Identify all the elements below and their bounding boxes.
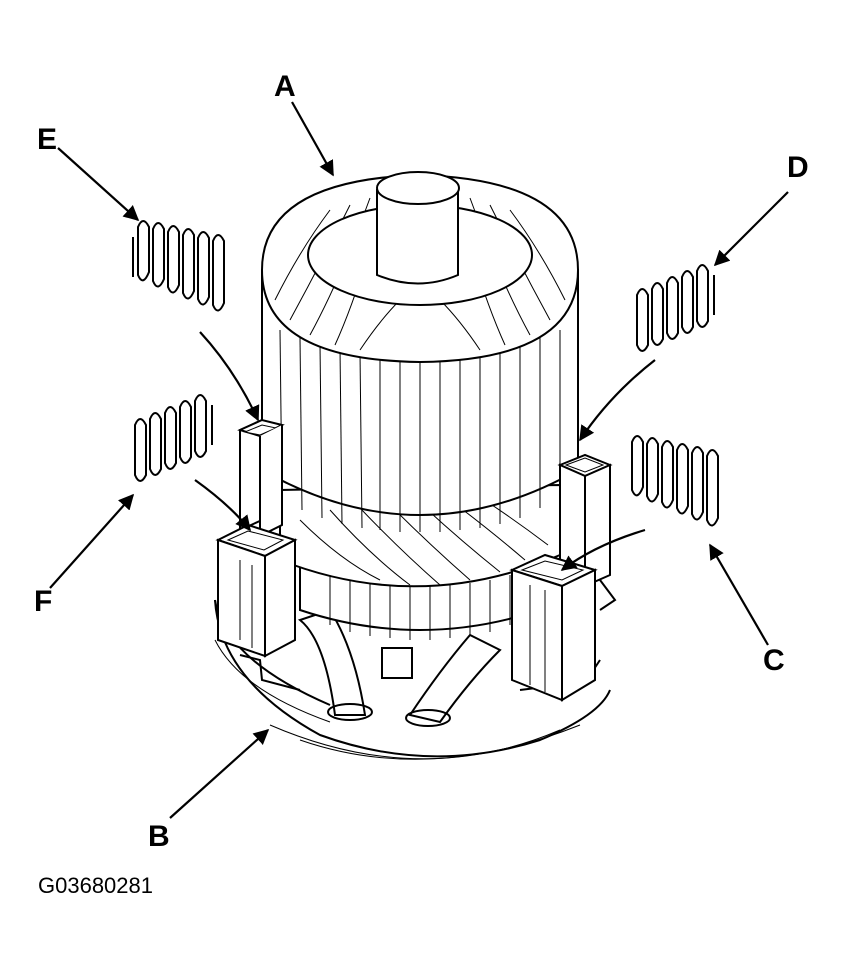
callout-f: F bbox=[34, 585, 53, 618]
leader-e bbox=[57, 147, 140, 222]
spring-e-icon bbox=[132, 220, 225, 312]
spring-c-icon bbox=[631, 435, 719, 527]
callout-c: C bbox=[763, 644, 785, 677]
leader-e-to-holder bbox=[199, 331, 260, 422]
leader-f-to-holder bbox=[194, 479, 251, 532]
brush-holder-post-f bbox=[215, 523, 298, 658]
leader-c bbox=[709, 543, 769, 646]
leader-d-to-holder bbox=[579, 359, 656, 442]
leader-b bbox=[169, 728, 270, 819]
leader-d bbox=[713, 191, 789, 267]
armature-icon bbox=[260, 171, 580, 640]
leader-f bbox=[49, 493, 135, 589]
spring-d-icon bbox=[636, 264, 715, 352]
spring-f-icon bbox=[134, 394, 213, 482]
callout-b: B bbox=[148, 820, 170, 853]
callout-d: D bbox=[787, 151, 809, 184]
callout-e: E bbox=[37, 123, 58, 156]
brush-holder-post-c bbox=[509, 553, 598, 702]
leader-a bbox=[291, 101, 334, 177]
brush-holder-post-e bbox=[237, 418, 285, 538]
callout-a: A bbox=[274, 70, 296, 103]
figure-id: G03680281 bbox=[38, 873, 153, 898]
leader-c-to-holder bbox=[560, 528, 646, 571]
